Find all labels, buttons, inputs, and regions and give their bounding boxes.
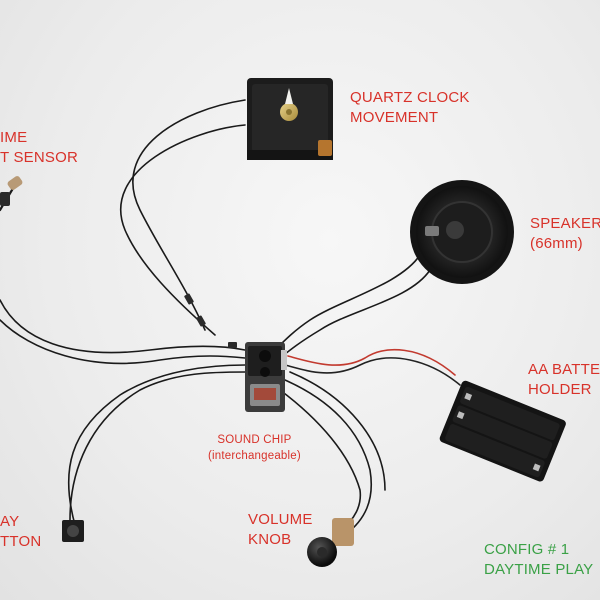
aa-battery-holder [439, 380, 566, 482]
quartz-clock-movement [247, 78, 333, 160]
play-button-label: AY TTON [0, 512, 41, 552]
config-label: CONFIG # 1 DAYTIME PLAY [484, 540, 593, 580]
battery-label-line1: AA BATTE [528, 361, 600, 378]
play-button-label-line1: AY [0, 513, 20, 530]
volume-knob-label: VOLUME KNOB [248, 510, 313, 550]
sound-chip-label-line2: (interchangeable) [208, 450, 301, 462]
clock-movement-label-line2: MOVEMENT [350, 109, 439, 126]
speaker-label: SPEAKER (66mm) [530, 214, 600, 254]
speaker-label-line1: SPEAKER [530, 215, 600, 232]
clock-movement-label: QUARTZ CLOCK MOVEMENT [350, 88, 470, 128]
volume-knob-label-line1: VOLUME [248, 511, 313, 528]
speaker-label-line2: (66mm) [530, 235, 583, 252]
volume-knob-label-line2: KNOB [248, 531, 292, 548]
battery-label: AA BATTE HOLDER [528, 360, 600, 400]
battery-label-line2: HOLDER [528, 381, 592, 398]
speaker [410, 180, 514, 284]
daytime-sensor-label-line1: IME [0, 129, 28, 146]
sound-chip-label-line1: SOUND CHIP [217, 434, 292, 446]
play-button [62, 520, 84, 542]
config-label-line1: CONFIG # 1 [484, 541, 570, 558]
daytime-sensor [0, 176, 23, 206]
config-label-line2: DAYTIME PLAY [484, 561, 594, 578]
daytime-sensor-label: IME T SENSOR [0, 128, 78, 168]
sound-chip [245, 342, 287, 412]
volume-knob [307, 518, 354, 567]
daytime-sensor-label-line2: T SENSOR [0, 149, 79, 166]
sound-chip-label: SOUND CHIP (interchangeable) [208, 432, 301, 464]
wires [0, 99, 461, 536]
clock-movement-label-line1: QUARTZ CLOCK [350, 89, 470, 106]
play-button-label-line2: TTON [0, 533, 42, 550]
